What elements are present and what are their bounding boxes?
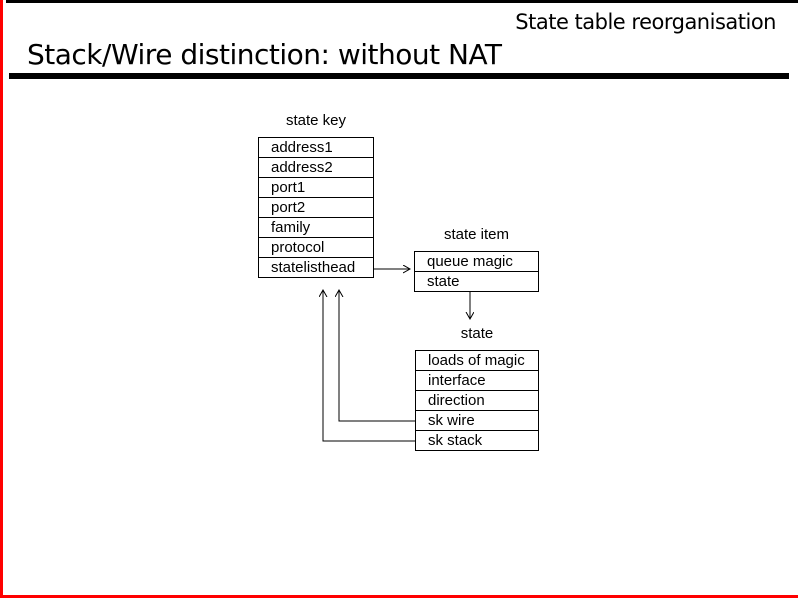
table-row: port1	[259, 178, 373, 198]
state-key-table: address1 address2 port1 port2 family pro…	[258, 137, 374, 278]
top-rule	[6, 0, 798, 3]
state-label: state	[460, 325, 494, 342]
table-row: state	[427, 273, 460, 290]
state-item-label: state item	[443, 226, 510, 243]
table-row: address2	[259, 158, 373, 178]
arrow-skwire-to-statekey	[339, 290, 415, 422]
title-underline-rule	[9, 73, 789, 79]
bottom-accent-bar	[0, 595, 798, 598]
arrow-skstack-to-statekey	[323, 290, 415, 442]
table-row: queue magic	[415, 252, 538, 272]
table-row: direction	[416, 391, 538, 411]
table-row: interface	[416, 371, 538, 391]
table-row: sk stack	[428, 432, 483, 449]
state-item-table: queue magic state	[414, 251, 539, 292]
state-key-label: state key	[285, 112, 347, 129]
presentation-title: State table reorganisation	[515, 10, 776, 34]
table-row: port2	[259, 198, 373, 218]
table-row: address1	[259, 138, 373, 158]
table-row: statelisthead	[271, 259, 356, 276]
table-row: sk wire	[416, 411, 538, 431]
left-accent-bar	[0, 0, 3, 595]
table-row: family	[259, 218, 373, 238]
table-row: protocol	[259, 238, 373, 258]
slide-title: Stack/Wire distinction: without NAT	[27, 38, 502, 71]
state-table: loads of magic interface direction sk wi…	[415, 350, 539, 451]
table-row: loads of magic	[416, 351, 538, 371]
